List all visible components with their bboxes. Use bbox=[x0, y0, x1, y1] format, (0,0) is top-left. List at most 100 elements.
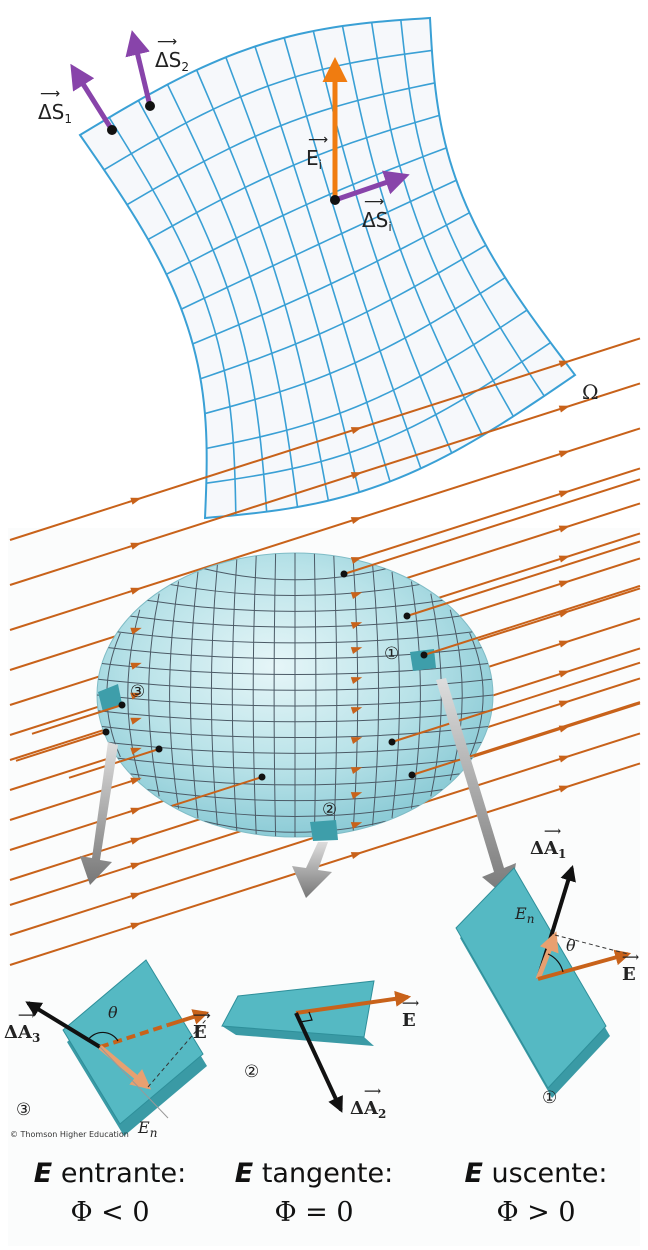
field-arrowhead bbox=[558, 580, 571, 588]
field-arrowhead bbox=[350, 647, 363, 655]
surface-grid-line bbox=[147, 114, 440, 241]
field-arrowhead bbox=[350, 622, 363, 630]
field-line bbox=[9, 762, 641, 966]
sphere-parallel bbox=[147, 789, 443, 802]
label-field-2: ⟶E bbox=[402, 996, 420, 1031]
surface-grid-line bbox=[341, 25, 484, 436]
zoom-arrows bbox=[80, 678, 516, 900]
surface-grid-line bbox=[108, 117, 237, 516]
sphere-meridian bbox=[391, 571, 401, 819]
marker-1: ① bbox=[384, 644, 400, 664]
surface-grid-line bbox=[126, 82, 435, 206]
field-arrowhead bbox=[350, 792, 363, 800]
surface-grid-line bbox=[166, 84, 299, 508]
field-vector-3-hidden bbox=[99, 1023, 169, 1049]
field-arrowhead bbox=[130, 892, 142, 900]
label-area-3: ⟶ΔA3 bbox=[4, 1008, 41, 1045]
sphere-parallel bbox=[117, 757, 473, 770]
field-arrowhead bbox=[130, 837, 142, 845]
marker-2: ② bbox=[322, 800, 338, 820]
field-arrowhead bbox=[558, 555, 571, 563]
caption-entrante: E entrante: Φ < 0 bbox=[33, 1158, 187, 1228]
surface-points bbox=[102, 570, 428, 781]
field-line-front bbox=[171, 776, 263, 807]
sphere-parallel bbox=[204, 820, 386, 833]
label-delta-si: ⟶ΔSi bbox=[362, 194, 392, 234]
sphere-parallel bbox=[98, 710, 492, 723]
point-s1 bbox=[107, 125, 117, 135]
copyright-text: © Thomson Higher Education bbox=[10, 1130, 129, 1139]
field-arrowhead bbox=[130, 747, 142, 755]
panel-2-marker: ② bbox=[244, 1062, 260, 1082]
field-lines-front bbox=[15, 360, 641, 930]
panel-1-marker: ① bbox=[542, 1088, 558, 1108]
panel-3-face bbox=[62, 959, 204, 1125]
label-delta-s1: ⟶ΔS1 bbox=[38, 86, 73, 126]
projection-line-3 bbox=[147, 1014, 211, 1088]
field-arrowhead bbox=[558, 640, 571, 648]
field-line-front bbox=[423, 584, 641, 656]
angle-arc-3 bbox=[87, 1031, 119, 1042]
field-arrowhead bbox=[350, 557, 363, 565]
closed-surface bbox=[96, 552, 494, 841]
field-arrowhead bbox=[558, 700, 571, 708]
surface-grid-line bbox=[192, 212, 470, 345]
surface-grid-line bbox=[137, 100, 268, 512]
field-arrowhead bbox=[130, 777, 142, 785]
caption-uscente: E uscente: Φ > 0 bbox=[464, 1158, 608, 1228]
field-arrowhead bbox=[558, 450, 571, 458]
field-arrowhead bbox=[558, 610, 571, 618]
panel-2 bbox=[221, 980, 412, 1113]
label-field-3: ⟶E bbox=[193, 1008, 211, 1043]
surface-grid-line bbox=[204, 276, 506, 415]
label-area-1: ⟶ΔA1 bbox=[530, 824, 567, 861]
field-line bbox=[9, 382, 641, 586]
sphere-meridian bbox=[372, 564, 380, 826]
field-arrowhead bbox=[558, 755, 571, 763]
field-arrowhead bbox=[350, 427, 363, 435]
sphere-meridian bbox=[231, 559, 238, 831]
sphere-parallel bbox=[117, 631, 473, 644]
field-arrowhead bbox=[558, 405, 571, 413]
patch-2 bbox=[310, 820, 338, 841]
field-arrowhead bbox=[558, 525, 571, 533]
field-arrowhead bbox=[350, 852, 363, 860]
field-arrowhead bbox=[130, 922, 142, 930]
sphere-parallel bbox=[147, 599, 443, 612]
patch-3 bbox=[98, 684, 122, 712]
surface-grid-line bbox=[103, 49, 433, 171]
surface-grid-line bbox=[283, 37, 422, 469]
label-delta-s2: ⟶ΔS2 bbox=[155, 34, 190, 74]
field-arrowhead bbox=[558, 360, 571, 368]
sphere-meridian bbox=[148, 593, 160, 797]
panel-3 bbox=[25, 959, 211, 1136]
label-field-ei: ⟶Ei bbox=[306, 132, 328, 172]
point-si bbox=[330, 195, 340, 205]
sphere-parallel bbox=[130, 773, 460, 786]
field-arrowhead bbox=[558, 670, 571, 678]
field-line-front bbox=[391, 661, 641, 743]
field-vector-2 bbox=[295, 990, 412, 1015]
surface-grid-line bbox=[200, 244, 487, 380]
patch-1 bbox=[410, 649, 436, 671]
field-arrowhead bbox=[350, 767, 363, 775]
surface-grid-line bbox=[225, 56, 360, 493]
field-arrowhead bbox=[130, 807, 142, 815]
normal-vector-si bbox=[334, 170, 410, 203]
label-omega: Ω bbox=[582, 380, 599, 404]
label-component-3: En bbox=[138, 1118, 158, 1140]
panel-2-edge bbox=[222, 1026, 374, 1046]
field-arrowhead bbox=[130, 862, 142, 870]
sphere-parallel bbox=[101, 662, 489, 675]
extension-line-3 bbox=[99, 1046, 169, 1119]
sphere-parallel bbox=[170, 584, 420, 597]
sphere-meridian bbox=[252, 555, 257, 835]
sphere-parallel bbox=[130, 615, 460, 628]
surface-grid-line bbox=[166, 147, 447, 275]
marker-3: ③ bbox=[130, 682, 146, 702]
field-arrowhead bbox=[130, 662, 142, 670]
label-field-1: ⟶E bbox=[622, 950, 640, 985]
surface-grid-line bbox=[400, 19, 545, 397]
sphere-parallel bbox=[97, 694, 493, 707]
